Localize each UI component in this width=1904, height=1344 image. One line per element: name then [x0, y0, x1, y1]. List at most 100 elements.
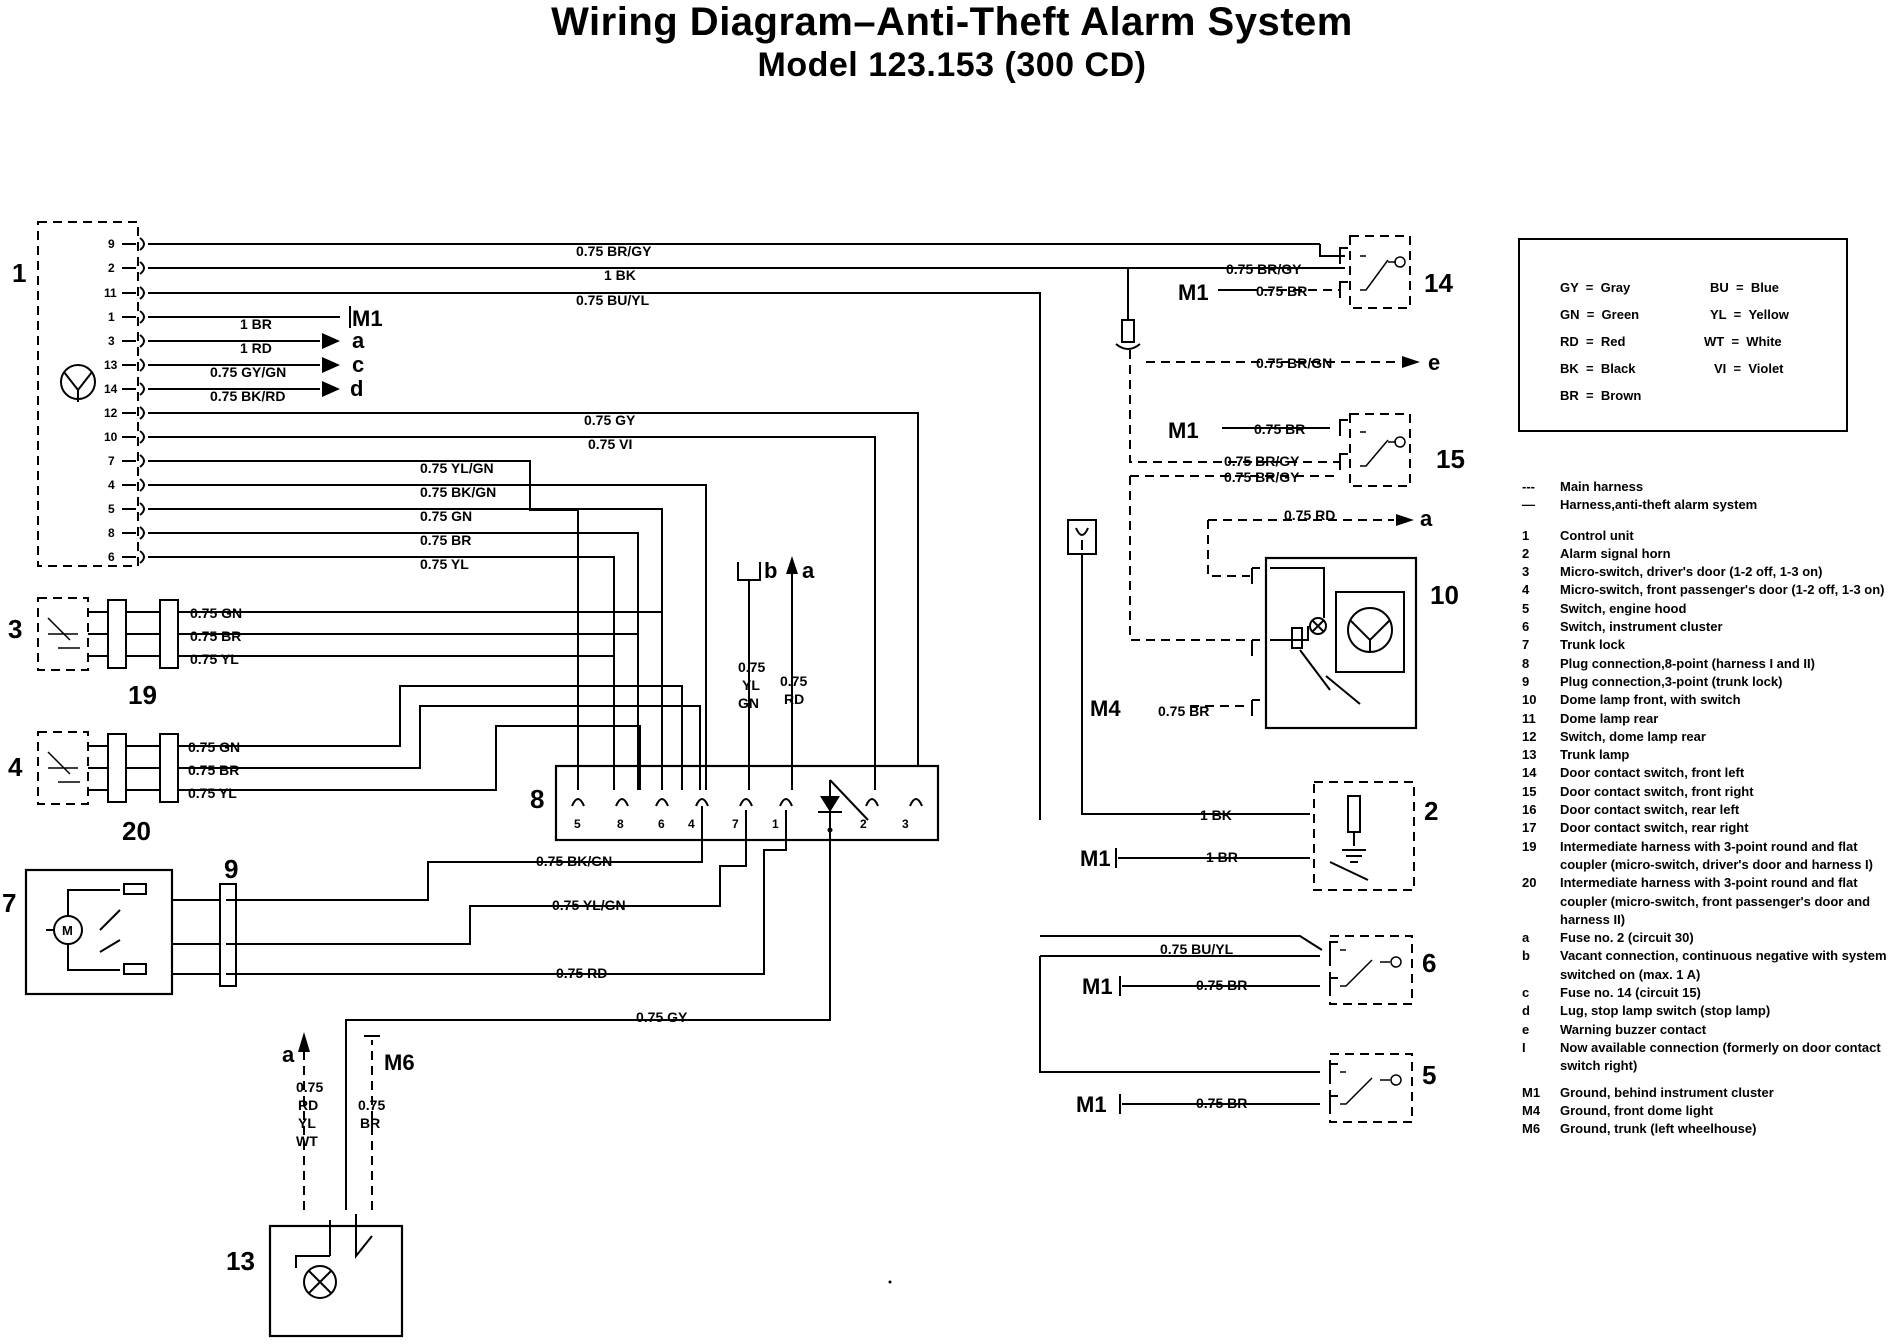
- control-unit-symbol: [60, 364, 96, 402]
- alarm-horn-symbol: [1329, 795, 1369, 881]
- svg-text:0.75 YL: 0.75 YL: [420, 556, 469, 572]
- legend-text: Now available connection (formerly on do…: [1560, 1039, 1881, 1074]
- switch-14-wires: [1127, 244, 1345, 320]
- svg-text:WT: WT: [296, 1133, 318, 1149]
- legend-text: Door contact switch, rear left: [1560, 802, 1740, 818]
- legend-key: 7: [1522, 637, 1530, 653]
- legend-key: 17: [1522, 820, 1537, 836]
- svg-text:1 BK: 1 BK: [604, 267, 636, 283]
- color-row-br: BR = Brown: [1560, 388, 1642, 403]
- dome-lamp-symbol: [1270, 567, 1405, 705]
- legend-text: Dome lamp rear: [1560, 710, 1659, 726]
- svg-text:0.75 BK/GN: 0.75 BK/GN: [536, 853, 612, 869]
- terminal-b-wire: [737, 562, 761, 760]
- svg-text:0.75: 0.75: [780, 673, 807, 689]
- ground-key: M4: [1522, 1102, 1541, 1118]
- svg-text:4: 4: [108, 478, 115, 492]
- plug-8-trunk-wires: [226, 806, 831, 1184]
- component-number-3: 3: [8, 614, 22, 644]
- horn-bk-label: 1 BK: [1200, 807, 1232, 823]
- buzzer-wire-label: 0.75 BR/GN: [1256, 355, 1332, 371]
- component-number-8: 8: [530, 784, 544, 814]
- color-row-yl: YL = Yellow: [1710, 307, 1789, 322]
- legend-key: 10: [1522, 692, 1537, 708]
- legend-item: d Lug, stop lamp switch (stop lamp): [1518, 1002, 1898, 1020]
- switch-15-wires: [1129, 427, 1340, 641]
- svg-text:0.75 BU/YL: 0.75 BU/YL: [576, 292, 650, 308]
- svg-text:1 BR: 1 BR: [240, 316, 272, 332]
- trunk-lamp-wires: [303, 1035, 380, 1210]
- terminal-a-arrow-dome: [1396, 514, 1414, 526]
- terminal-b: b: [764, 558, 777, 583]
- svg-text:0.75: 0.75: [358, 1097, 385, 1113]
- switch-15-symbol: [1360, 431, 1396, 467]
- svg-text:6: 6: [108, 550, 115, 564]
- dome-lamp-box: [1264, 556, 1418, 730]
- control-unit-pins: 9 2 11 1 3 13 14 12 10 7 4 5 8 6: [104, 237, 118, 564]
- component-number-10: 10: [1430, 580, 1459, 610]
- terminal-a-top: a: [352, 328, 365, 353]
- horn-br-label: 1 BR: [1206, 849, 1238, 865]
- switch-5-symbol: [1340, 1071, 1390, 1105]
- legend-key: d: [1522, 1003, 1530, 1019]
- ground-text: Ground, front dome light: [1560, 1102, 1714, 1118]
- plug-8-trunk-labels: 0.75 BK/GN 0.75 YL/GN 0.75 RD 0.75 GY: [536, 853, 688, 1025]
- svg-text:0.75 YL: 0.75 YL: [188, 785, 237, 801]
- dome-lamp-wires: [1190, 519, 1394, 707]
- legend-text: Fuse no. 2 (circuit 30): [1560, 930, 1694, 946]
- legend-key: 2: [1522, 545, 1530, 561]
- component-number-13: 13: [226, 1246, 255, 1276]
- svg-text:0.75 YL/GN: 0.75 YL/GN: [420, 460, 494, 476]
- arrowheads-left: [322, 333, 340, 397]
- svg-text:0.75 GY: 0.75 GY: [636, 1009, 688, 1025]
- svg-text:2: 2: [108, 261, 115, 275]
- switch-4-symbol: [47, 751, 80, 783]
- color-row-wt: WT = White: [1704, 334, 1782, 349]
- color-row-rd: RD = Red: [1560, 334, 1626, 349]
- ground-key: M6: [1522, 1121, 1541, 1137]
- svg-text:YL: YL: [298, 1115, 316, 1131]
- terminal-e-arrow: [1402, 356, 1420, 368]
- svg-text:0.75 GY/GN: 0.75 GY/GN: [210, 364, 286, 380]
- legend-text: Door contact switch, front left: [1560, 765, 1745, 781]
- legend-text: Intermediate harness with 3-point round …: [1560, 875, 1871, 927]
- legend-text: Vacant connection, continuous negative w…: [1560, 948, 1887, 982]
- s15-ground-label: 0.75 BR: [1254, 421, 1305, 437]
- svg-text:3: 3: [902, 817, 909, 831]
- legend-text: Lug, stop lamp switch (stop lamp): [1560, 1003, 1771, 1019]
- buzzer-connector: [1115, 319, 1400, 463]
- switch-14-box: [1349, 235, 1411, 309]
- svg-text:0.75 GY: 0.75 GY: [584, 412, 636, 428]
- legend-text: Plug connection,3-point (trunk lock): [1560, 673, 1783, 689]
- switch-3-wire-labels: 0.75 GN 0.75 BR 0.75 YL: [190, 605, 242, 667]
- ground-label-m6: M6: [384, 1050, 415, 1075]
- svg-text:1 RD: 1 RD: [240, 340, 272, 356]
- legend-key: 16: [1522, 802, 1537, 818]
- component-number-5: 5: [1422, 1060, 1436, 1090]
- ground-text: Ground, trunk (left wheelhouse): [1560, 1121, 1757, 1137]
- component-number-1: 1: [12, 258, 26, 288]
- terminal-d: d: [350, 376, 363, 401]
- s15-label-a: 0.75 BR/GY: [1224, 453, 1300, 469]
- svg-text:3: 3: [108, 334, 115, 348]
- svg-text:YL: YL: [742, 677, 760, 693]
- component-number-14: 14: [1424, 268, 1453, 298]
- svg-text:0.75: 0.75: [296, 1079, 323, 1095]
- svg-text:8: 8: [617, 817, 624, 831]
- control-unit-box: [37, 221, 139, 567]
- dome-ground-m4: M4: [1090, 696, 1121, 721]
- switch-5-box: [1329, 1053, 1413, 1123]
- ground-key: M1: [1522, 1084, 1541, 1100]
